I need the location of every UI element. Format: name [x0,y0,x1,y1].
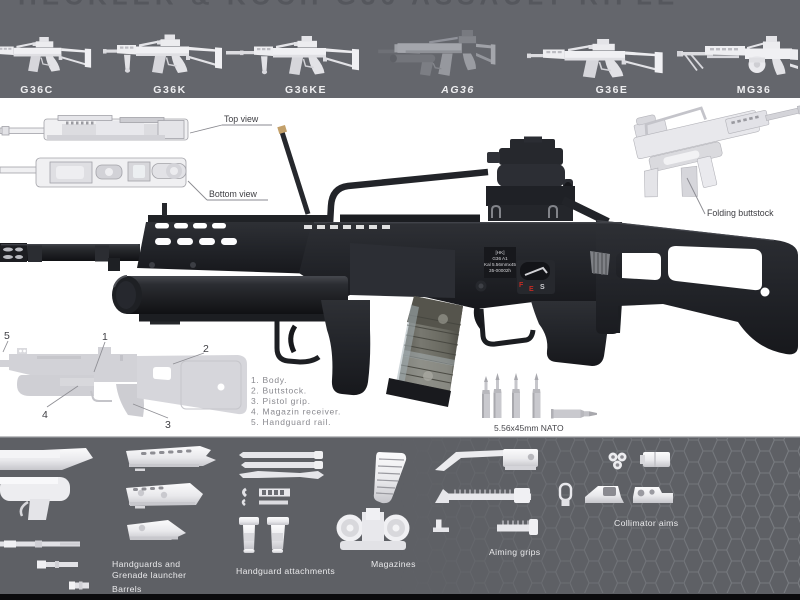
svg-text:2: 2 [203,343,209,355]
svg-text:E: E [529,286,534,293]
svg-text:[HK]: [HK] [496,250,505,255]
svg-text:Bottom view: Bottom view [209,189,258,199]
svg-text:Grenade launcher: Grenade launcher [112,570,186,580]
svg-text:Handguards and: Handguards and [112,559,180,569]
svg-text:35-00002h: 35-00002h [489,268,511,273]
svg-text:4: 4 [42,409,48,421]
svg-text:S: S [540,284,545,291]
svg-text:5.56x45mm NATO: 5.56x45mm NATO [494,423,564,433]
svg-text:F: F [519,282,524,289]
svg-text:Magazines: Magazines [371,559,416,569]
svg-text:HECKLER & KOCH G36 ASSAULT RIF: HECKLER & KOCH G36 ASSAULT RIFLE [18,0,679,11]
svg-text:Handguard attachments: Handguard attachments [236,566,335,576]
svg-text:2. Buttstock.: 2. Buttstock. [251,386,307,396]
svg-text:Top view: Top view [224,114,259,124]
svg-text:Barrels: Barrels [112,584,142,594]
svg-text:MG36: MG36 [737,84,772,96]
svg-text:Collimator aims: Collimator aims [614,518,679,528]
svg-text:G36KE: G36KE [285,84,327,96]
svg-text:1: 1 [102,331,108,343]
svg-text:5: 5 [4,330,10,342]
svg-text:G36K: G36K [153,84,186,96]
svg-text:3: 3 [165,419,171,431]
svg-text:5. Handguard rail.: 5. Handguard rail. [251,417,331,427]
svg-text:AG36: AG36 [440,84,474,96]
svg-text:3. Pistol grip.: 3. Pistol grip. [251,396,311,406]
svg-text:G36C: G36C [20,84,53,96]
svg-text:G36 A1: G36 A1 [492,256,508,261]
svg-text:G36E: G36E [596,84,629,96]
svg-text:1. Body.: 1. Body. [251,375,287,385]
svg-text:Kal 5.56mmx45: Kal 5.56mmx45 [484,262,516,267]
svg-text:Aiming grips: Aiming grips [489,547,541,557]
svg-text:4. Magazin receiver.: 4. Magazin receiver. [251,407,341,417]
svg-text:Folding buttstock: Folding buttstock [707,208,774,218]
